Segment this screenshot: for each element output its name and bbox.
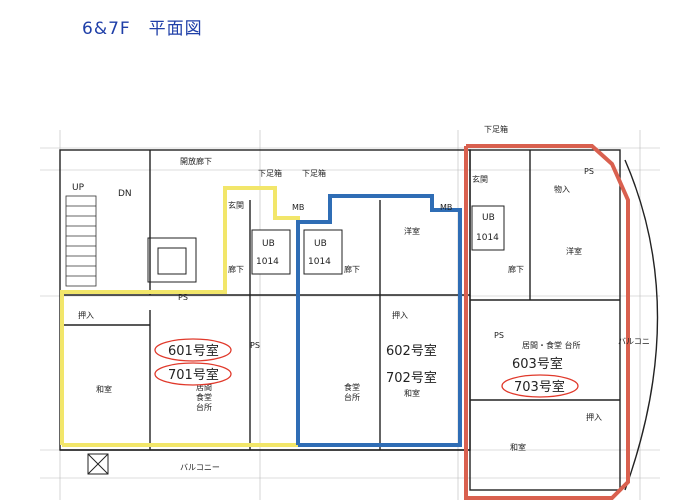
ub-no-3: 1014 bbox=[476, 233, 499, 243]
label-entrance-3: 玄関 bbox=[472, 174, 488, 184]
zone-603-703 bbox=[464, 144, 630, 500]
label-japanese-2: 和室 bbox=[404, 388, 420, 398]
label-storage-1: 押入 bbox=[78, 310, 94, 320]
stair-up-label: UP bbox=[72, 183, 85, 193]
ub-label-2: UB bbox=[314, 239, 327, 249]
unit-baths bbox=[251, 205, 505, 275]
label-western-2: 洋室 bbox=[404, 226, 420, 236]
room-602: 602号室 bbox=[386, 343, 437, 359]
label-step-under-3: 下足箱 bbox=[484, 124, 508, 134]
building-walls bbox=[59, 149, 659, 491]
label-japanese-1: 和室 bbox=[96, 384, 112, 394]
room-603: 603号室 bbox=[512, 356, 563, 372]
room-601: 601号室 bbox=[168, 343, 219, 359]
zone-601-701 bbox=[60, 186, 300, 447]
room-701: 701号室 bbox=[168, 367, 219, 383]
balcony-hatch bbox=[87, 453, 109, 475]
label-ps-1: PS bbox=[178, 293, 188, 302]
stairs bbox=[65, 195, 97, 287]
label-ps-3: PS bbox=[494, 331, 504, 340]
ub-no-2: 1014 bbox=[308, 257, 331, 267]
label-balcony-2: バルコニ bbox=[618, 337, 650, 346]
label-kitchen-2: 台所 bbox=[344, 392, 360, 402]
label-ldk-3: 居間・食堂 台所 bbox=[522, 340, 581, 350]
label-entrance-1: 玄関 bbox=[228, 200, 244, 210]
circle-703 bbox=[501, 374, 579, 398]
label-step-under-2: 下足箱 bbox=[302, 168, 326, 178]
label-dining-2: 食堂 bbox=[344, 382, 360, 392]
label-living-1: 居間 bbox=[196, 383, 212, 392]
ub-no-1: 1014 bbox=[256, 257, 279, 267]
label-hallway-2: 廊下 bbox=[344, 264, 360, 274]
label-storage-3: 押入 bbox=[586, 412, 602, 422]
label-dining-1: 食堂 bbox=[196, 392, 212, 402]
stair-down-label: DN bbox=[118, 189, 132, 199]
label-mb-1: MB bbox=[292, 203, 304, 212]
room-702: 702号室 bbox=[386, 370, 437, 386]
label-balcony-1: バルコニー bbox=[180, 463, 220, 472]
circle-601 bbox=[154, 338, 232, 362]
label-hallway-1: 廊下 bbox=[228, 264, 244, 274]
label-japanese-3: 和室 bbox=[510, 442, 526, 452]
ub-label-1: UB bbox=[262, 239, 275, 249]
elevator bbox=[147, 237, 197, 283]
room-703: 703号室 bbox=[514, 379, 565, 395]
ub-label-3: UB bbox=[482, 213, 495, 223]
label-hallway-3: 廊下 bbox=[508, 264, 524, 274]
label-open-corridor: 開放廊下 bbox=[180, 156, 212, 166]
label-western-3: 洋室 bbox=[566, 246, 582, 256]
label-mb-2: MB bbox=[440, 203, 452, 212]
label-storage-2: 押入 bbox=[392, 310, 408, 320]
label-kitchen-1: 台所 bbox=[196, 402, 212, 412]
page-title: 6&7F 平面図 bbox=[82, 19, 203, 39]
label-closet-3: 物入 bbox=[554, 184, 570, 194]
circle-701 bbox=[154, 362, 232, 386]
label-step-under-1: 下足箱 bbox=[258, 168, 282, 178]
zone-602-702 bbox=[296, 194, 462, 447]
label-ps-4: PS bbox=[584, 167, 594, 176]
label-ps-2: PS bbox=[250, 341, 260, 350]
